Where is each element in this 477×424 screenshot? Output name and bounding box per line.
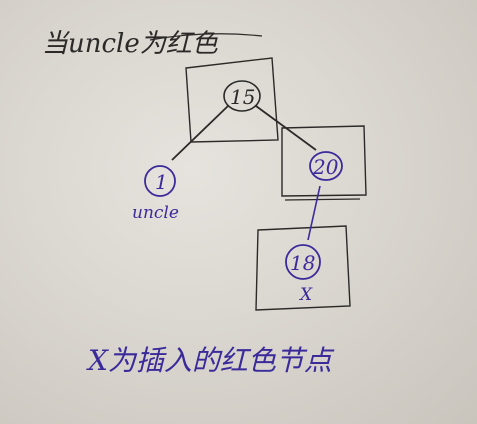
parent-highlight-box: [281, 125, 367, 197]
edge-right-inserted: [307, 185, 321, 241]
uncle-tag: uncle: [132, 203, 179, 223]
edge-root-right: [255, 105, 317, 151]
diagram-caption: X为插入的红色节点: [86, 344, 335, 377]
edge-root-left: [171, 105, 229, 161]
inserted-highlight-box: [255, 225, 351, 311]
node-right-label: 20: [312, 155, 339, 179]
node-inserted: [285, 244, 321, 280]
separator-line: [284, 198, 361, 201]
title-underline: [149, 33, 263, 41]
node-left: [144, 165, 176, 197]
diagram-title: 当uncle为红色: [42, 29, 219, 59]
node-root: [223, 80, 261, 112]
node-root-label: 15: [230, 85, 255, 109]
x-tag: X: [298, 285, 313, 305]
node-inserted-label: 18: [290, 251, 315, 275]
root-highlight-box: [185, 57, 279, 143]
node-right: [309, 151, 343, 181]
node-left-label: 1: [155, 170, 168, 194]
